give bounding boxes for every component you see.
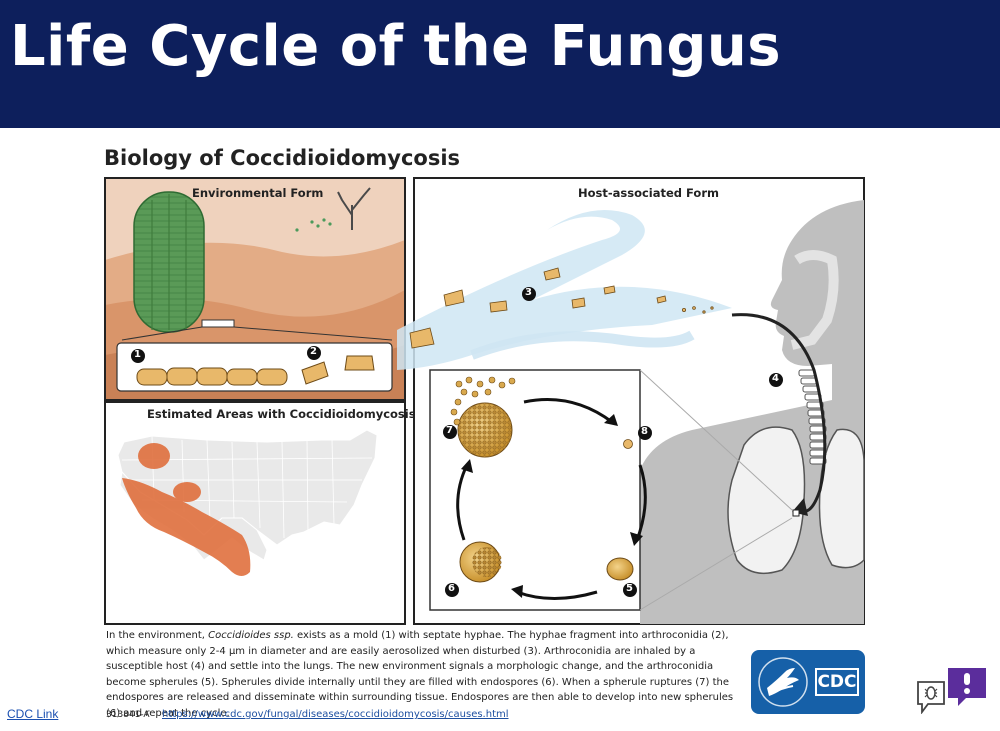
environment-panel <box>104 177 406 401</box>
environmental-form-label: Environmental Form <box>192 186 324 200</box>
source-url-link[interactable]: https://www.cdc.gov/fungal/diseases/cocc… <box>162 709 509 720</box>
title-bar: Life Cycle of the Fungus <box>0 0 1000 128</box>
joshua-tree-icon <box>337 187 371 230</box>
caption: In the environment, Coccidioides ssp. ex… <box>106 628 736 721</box>
arthroconidia-icon <box>301 355 375 385</box>
caption-species: Coccidioides ssp. <box>208 630 294 641</box>
host-panel <box>397 177 865 625</box>
step-badges <box>131 287 783 597</box>
cdc-link[interactable]: CDC Link <box>7 707 59 721</box>
step-5: 5 <box>626 583 633 594</box>
cycle-arrows-icon <box>456 398 647 600</box>
hyphae-chain-icon <box>136 367 288 386</box>
infographic: 1 2 3 4 5 6 7 8 Biology of Coccidioidomy… <box>92 140 884 725</box>
caption-part-1: In the environment, <box>106 630 205 641</box>
step-4: 4 <box>772 373 779 384</box>
step-2: 2 <box>310 346 317 357</box>
feedback-bug-icon[interactable] <box>914 664 990 715</box>
document-id: 313841-A <box>106 710 150 720</box>
cdc-logo: CDC <box>751 650 865 714</box>
step-1: 1 <box>134 349 141 360</box>
host-associated-form-label: Host-associated Form <box>578 186 719 200</box>
map-panel <box>104 401 406 625</box>
air-stream <box>397 210 732 370</box>
caption-part-2: exists as a mold (1) with septate hyphae… <box>106 630 734 719</box>
diagram-art <box>104 177 865 625</box>
hhs-eagle-icon <box>758 657 808 707</box>
map-label: Estimated Areas with Coccidioidomycosis <box>147 407 416 421</box>
lungs-icon <box>727 426 865 575</box>
step-8: 8 <box>641 426 648 437</box>
infographic-title: Biology of Coccidioidomycosis <box>104 146 461 170</box>
slide-title: Life Cycle of the Fungus <box>10 14 782 79</box>
cactus-icon <box>133 191 205 333</box>
human-head-icon <box>640 200 864 624</box>
step-6: 6 <box>448 583 455 594</box>
step-3: 3 <box>525 287 532 298</box>
endospores-icon <box>450 376 516 426</box>
cdc-logo-text: CDC <box>815 668 859 696</box>
spherule-icon <box>457 402 634 583</box>
step-7: 7 <box>446 425 453 436</box>
arthroconidia-airborne <box>409 267 714 349</box>
endemic-area <box>122 443 251 576</box>
feedback-widget[interactable] <box>914 664 990 715</box>
